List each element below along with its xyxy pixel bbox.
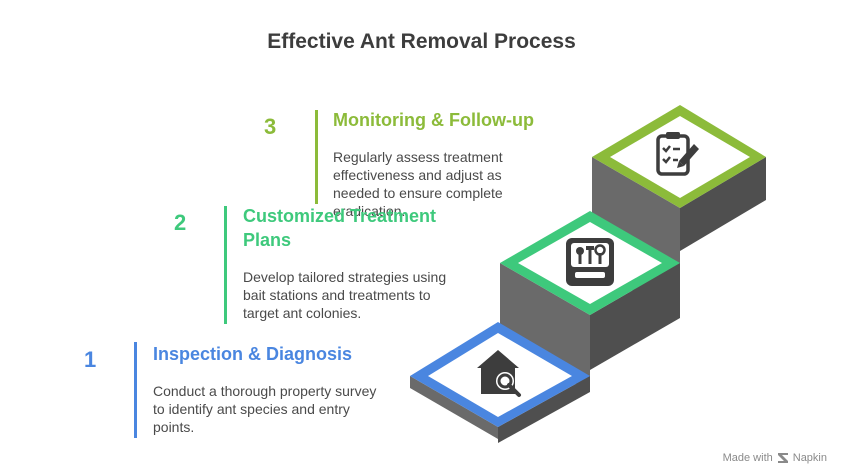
step-1-left-face: [410, 376, 498, 439]
toolbox-icon: [566, 238, 614, 286]
made-with-napkin-credit[interactable]: Made with Napkin: [723, 452, 827, 464]
step-1-heading: Inspection & Diagnosis: [153, 344, 353, 364]
made-with-label: Made with: [722, 452, 773, 464]
step-1-right-face: [498, 376, 590, 443]
step-2-left-face: [500, 263, 590, 392]
house-magnifier-icon: [477, 350, 521, 397]
step-2-right-face: [590, 263, 680, 370]
step-3-number: 3: [264, 114, 277, 139]
step-1-description: Conduct a thorough property survey to id…: [153, 383, 377, 435]
step-3-top-inner: [610, 116, 750, 198]
step-1-accent-bar: [134, 342, 137, 438]
step-2-description: Develop tailored strategies using bait s…: [243, 269, 447, 321]
step-2-heading: Customized Treatment Plans: [243, 206, 437, 250]
step-2-accent-bar: [224, 206, 227, 324]
napkin-logo-icon: [777, 453, 788, 463]
step-2-number: 2: [174, 210, 187, 235]
clipboard-check-icon: [656, 132, 699, 176]
page-title: Effective Ant Removal Process: [267, 30, 576, 53]
step-3-description: Regularly assess treatment effectiveness…: [333, 149, 503, 219]
step-3-heading: Monitoring & Follow-up: [333, 110, 534, 130]
step-3-right-face: [680, 157, 766, 251]
step-1-number: 1: [84, 347, 97, 372]
napkin-brand-label: Napkin: [792, 452, 827, 464]
step-3-accent-bar: [315, 110, 318, 204]
